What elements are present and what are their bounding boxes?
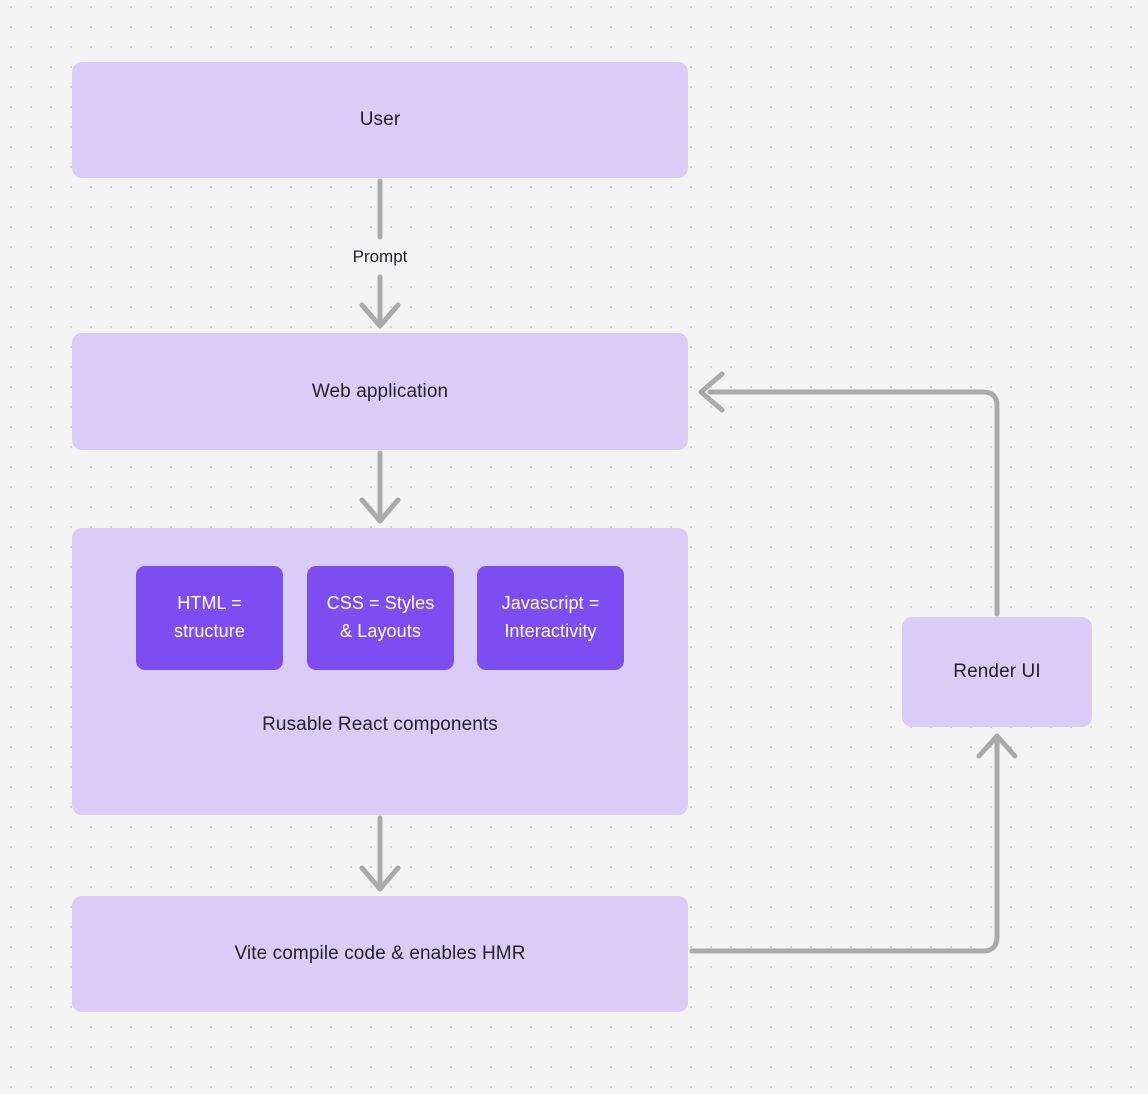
node-vite-compile-label: Vite compile code & enables HMR: [234, 943, 526, 964]
node-user-label: User: [359, 109, 401, 130]
edge-label-prompt: Prompt: [344, 245, 416, 269]
arrowhead-down-webapp: [359, 302, 401, 329]
node-html-label: HTML = structure: [174, 590, 245, 646]
node-vite-compile[interactable]: Vite compile code & enables HMR: [72, 896, 688, 1012]
node-web-application[interactable]: Web application: [72, 333, 688, 450]
arrowhead-left-webapp: [698, 371, 725, 413]
node-javascript-line2: Interactivity: [504, 621, 597, 641]
edge-vite-to-render: [689, 734, 1000, 954]
node-html-line1: HTML =: [177, 593, 242, 614]
node-css[interactable]: CSS = Styles & Layouts: [307, 566, 454, 670]
node-reusable-react-components[interactable]: HTML = structure CSS = Styles & Layouts Ja…: [72, 528, 688, 815]
node-html-line2: structure: [174, 621, 245, 641]
node-user[interactable]: User: [72, 62, 688, 178]
node-html[interactable]: HTML = structure: [136, 566, 283, 670]
arrowhead-up-render: [976, 733, 1018, 759]
node-css-label: CSS = Styles & Layouts: [327, 590, 435, 646]
edge-render-to-webapp: [707, 389, 1000, 617]
node-css-line1: CSS = Styles: [326, 593, 435, 614]
arrowhead-down-container: [359, 497, 401, 524]
node-css-line2: & Layouts: [340, 621, 421, 641]
node-javascript-label: Javascript = Interactivity: [502, 590, 600, 646]
node-javascript-line1: Javascript =: [501, 593, 600, 614]
node-web-application-label: Web application: [311, 380, 449, 402]
node-render-ui[interactable]: Render UI: [902, 617, 1092, 727]
arrowhead-down-vite: [359, 865, 401, 892]
node-reusable-react-components-caption: Rusable React components: [262, 714, 498, 735]
node-render-ui-label: Render UI: [953, 661, 1041, 682]
inner-node-group: HTML = structure CSS = Styles & Layouts Ja…: [72, 528, 688, 815]
node-javascript[interactable]: Javascript = Interactivity: [477, 566, 624, 670]
